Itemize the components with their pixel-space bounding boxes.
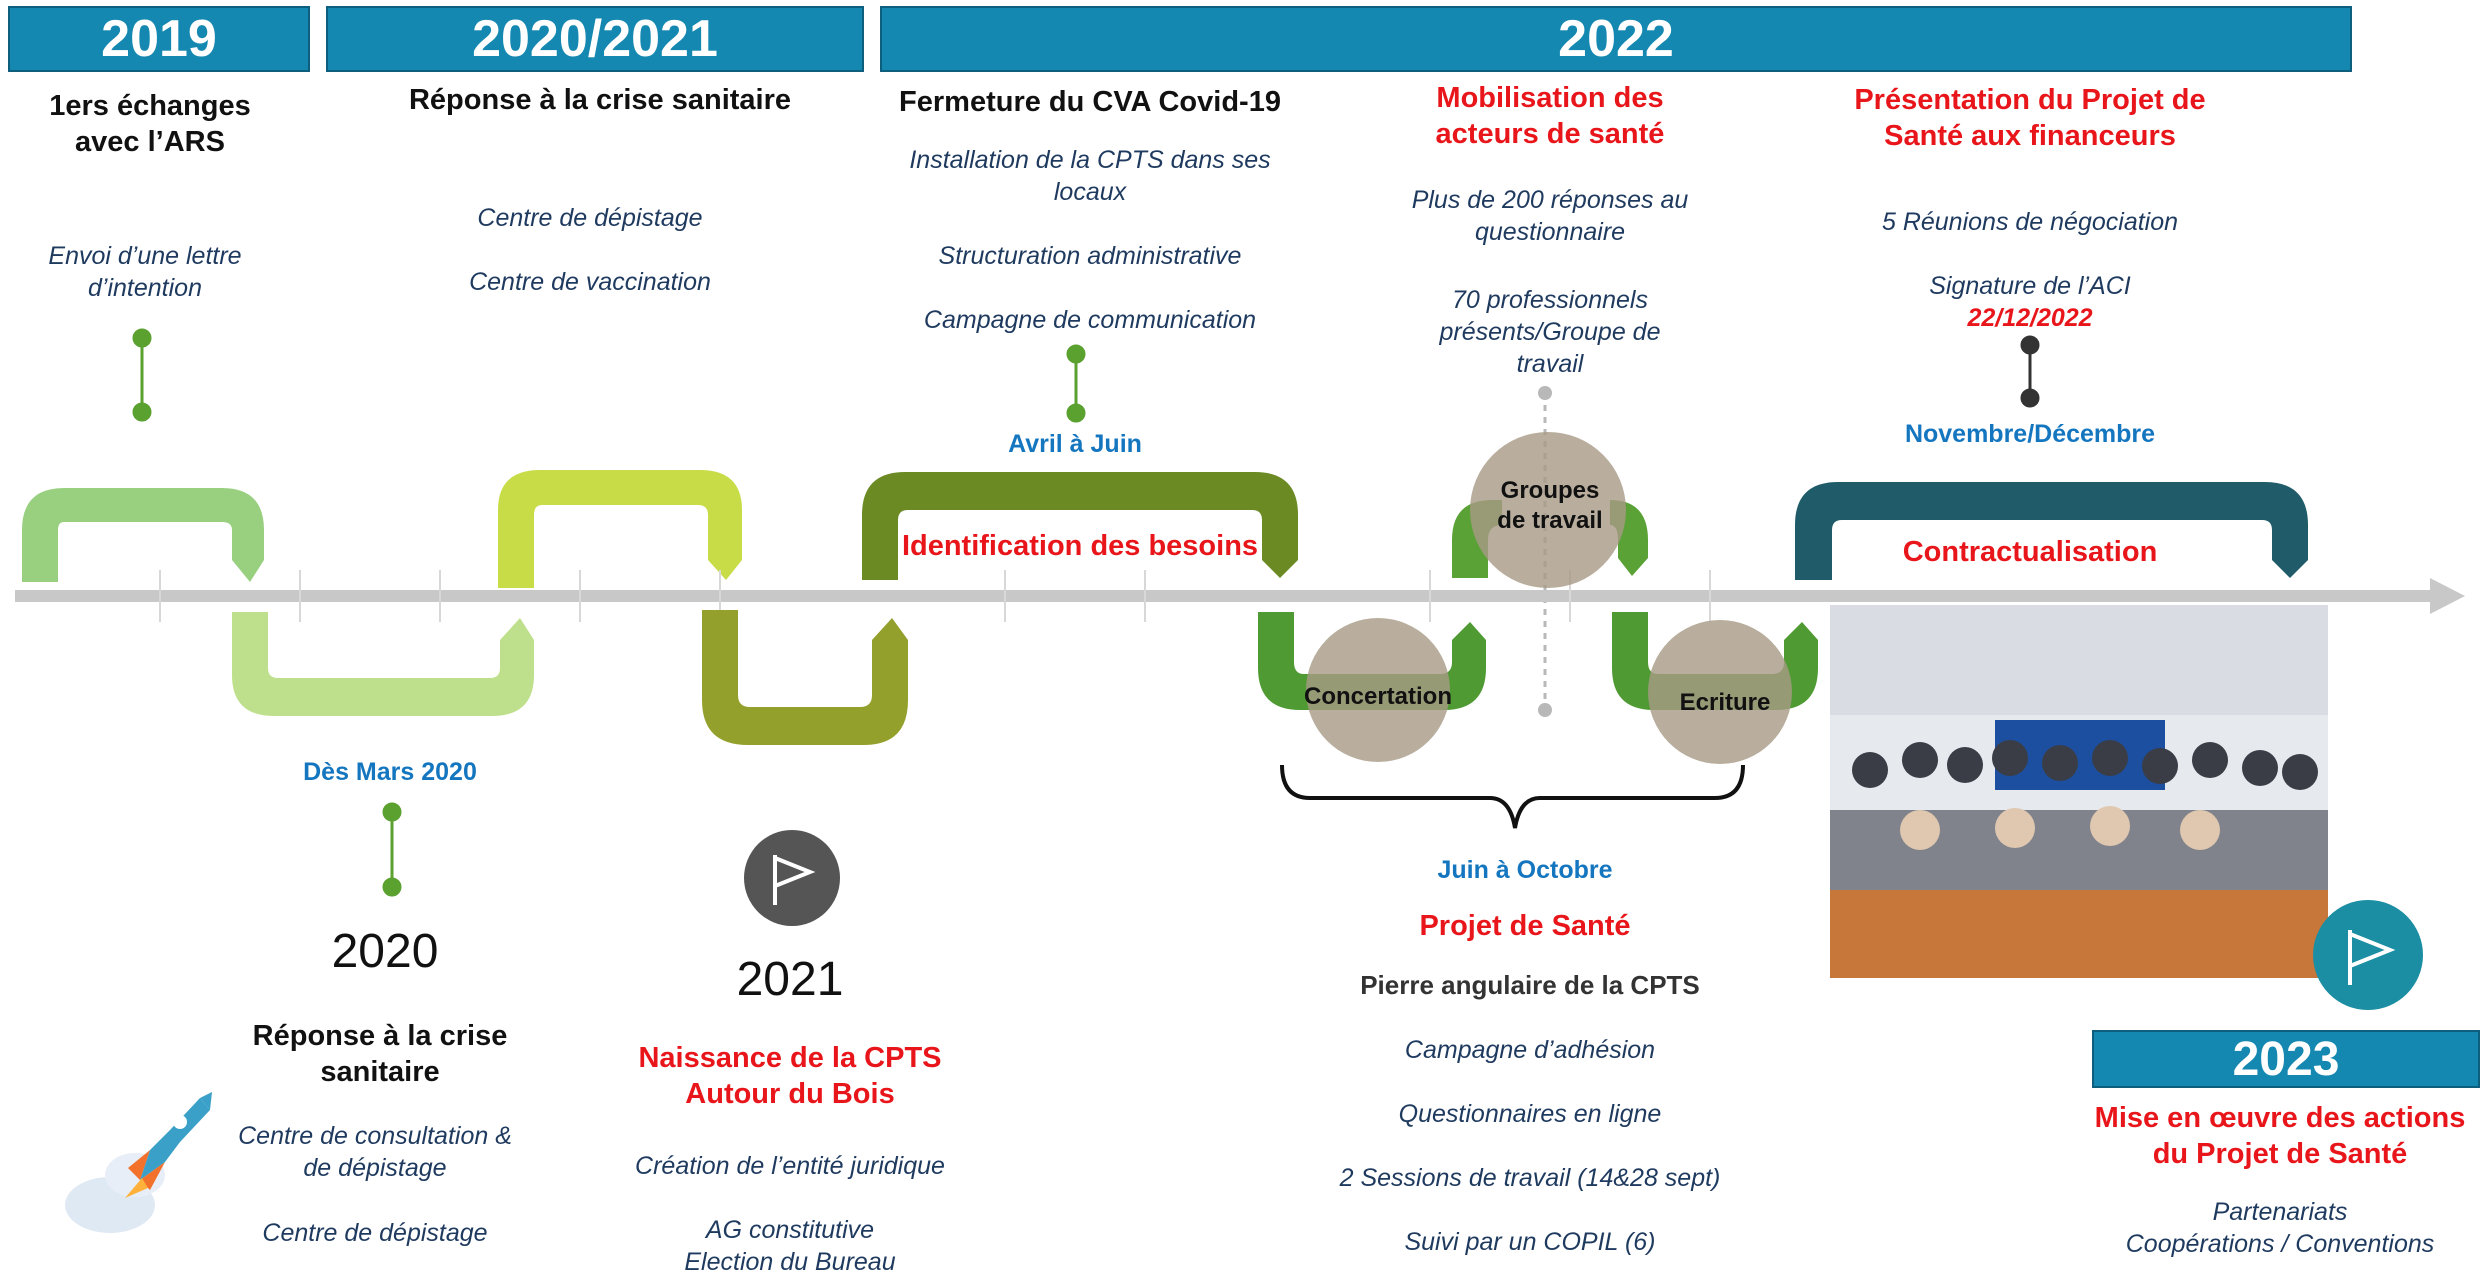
band-2019: 2019 bbox=[8, 6, 310, 72]
year-2020: 2020 bbox=[331, 925, 439, 978]
band-2023: 2023 bbox=[2092, 1030, 2480, 1088]
connector-cva bbox=[1066, 344, 1086, 423]
subheading-pierre-angulaire: Pierre angulaire de la CPTS bbox=[1360, 970, 1700, 1000]
label-ecriture: Ecriture bbox=[1679, 689, 1771, 716]
period-novembre-decembre: Novembre/Décembre bbox=[1904, 420, 2156, 448]
item-projet-copil: Suivi par un COPIL (6) bbox=[1404, 1228, 1656, 1256]
arch-2020 bbox=[232, 612, 534, 716]
item-projet-sessions: 2 Sessions de travail (14&28 sept) bbox=[1339, 1164, 1721, 1192]
flag-icon bbox=[2313, 900, 2423, 1010]
item-cva-communication: Campagne de communication bbox=[923, 306, 1257, 334]
circle-ecriture bbox=[1648, 620, 1792, 764]
year-2021: 2021 bbox=[736, 953, 844, 1006]
item-signature-aci: Signature de l’ACI bbox=[1929, 272, 2131, 300]
arch-2019 bbox=[22, 488, 264, 582]
arch-identification bbox=[862, 472, 1298, 580]
item-2020-consultation: Centre de consultation &de dépistage bbox=[238, 1122, 512, 1182]
heading-projet-sante: Projet de Santé bbox=[1419, 910, 1631, 942]
item-reunions: 5 Réunions de négociation bbox=[1881, 208, 2179, 236]
band-2022: 2022 bbox=[880, 6, 2352, 72]
arch-2021 bbox=[702, 610, 908, 745]
arch-2020-2021 bbox=[498, 470, 742, 588]
item-vaccination: Centre de vaccination bbox=[469, 268, 711, 296]
brace bbox=[1280, 764, 1745, 829]
heading-cva: Fermeture du CVA Covid-19 bbox=[899, 86, 1281, 118]
label-contractualisation: Contractualisation bbox=[1902, 536, 2158, 568]
connector-contract bbox=[2020, 335, 2040, 408]
timeline-arrowhead bbox=[2430, 578, 2465, 614]
connector-2020 bbox=[382, 802, 402, 897]
item-depistage: Centre de dépistage bbox=[477, 204, 703, 232]
flag-icon bbox=[744, 830, 840, 926]
circle-concertation bbox=[1306, 618, 1450, 762]
item-2021-entite: Création de l’entité juridique bbox=[635, 1152, 945, 1180]
connector-2019 bbox=[132, 328, 152, 422]
label-concertation: Concertation bbox=[1303, 683, 1452, 710]
period-juin-octobre: Juin à Octobre bbox=[1437, 856, 1613, 884]
axis-ticks bbox=[159, 570, 1711, 622]
item-projet-questionnaires: Questionnaires en ligne bbox=[1398, 1100, 1662, 1128]
heading-2020-2021: Réponse à la crise sanitaire bbox=[408, 84, 792, 116]
item-projet-adhesion: Campagne d’adhésion bbox=[1404, 1036, 1656, 1064]
period-des-mars-2020: Dès Mars 2020 bbox=[303, 758, 477, 786]
rocket-icon bbox=[65, 1092, 212, 1233]
period-avril-juin: Avril à Juin bbox=[1008, 430, 1142, 458]
signature-date: 22/12/2022 bbox=[1967, 304, 2093, 332]
item-cva-structuration: Structuration administrative bbox=[938, 242, 1242, 270]
label-identification: Identification des besoins bbox=[901, 530, 1259, 562]
item-2020-depistage: Centre de dépistage bbox=[262, 1219, 488, 1247]
signing-photo bbox=[1830, 605, 2328, 978]
arch-contractualisation bbox=[1795, 482, 2308, 580]
circle-groupes bbox=[1470, 432, 1626, 588]
band-2020-2021: 2020/2021 bbox=[326, 6, 864, 72]
